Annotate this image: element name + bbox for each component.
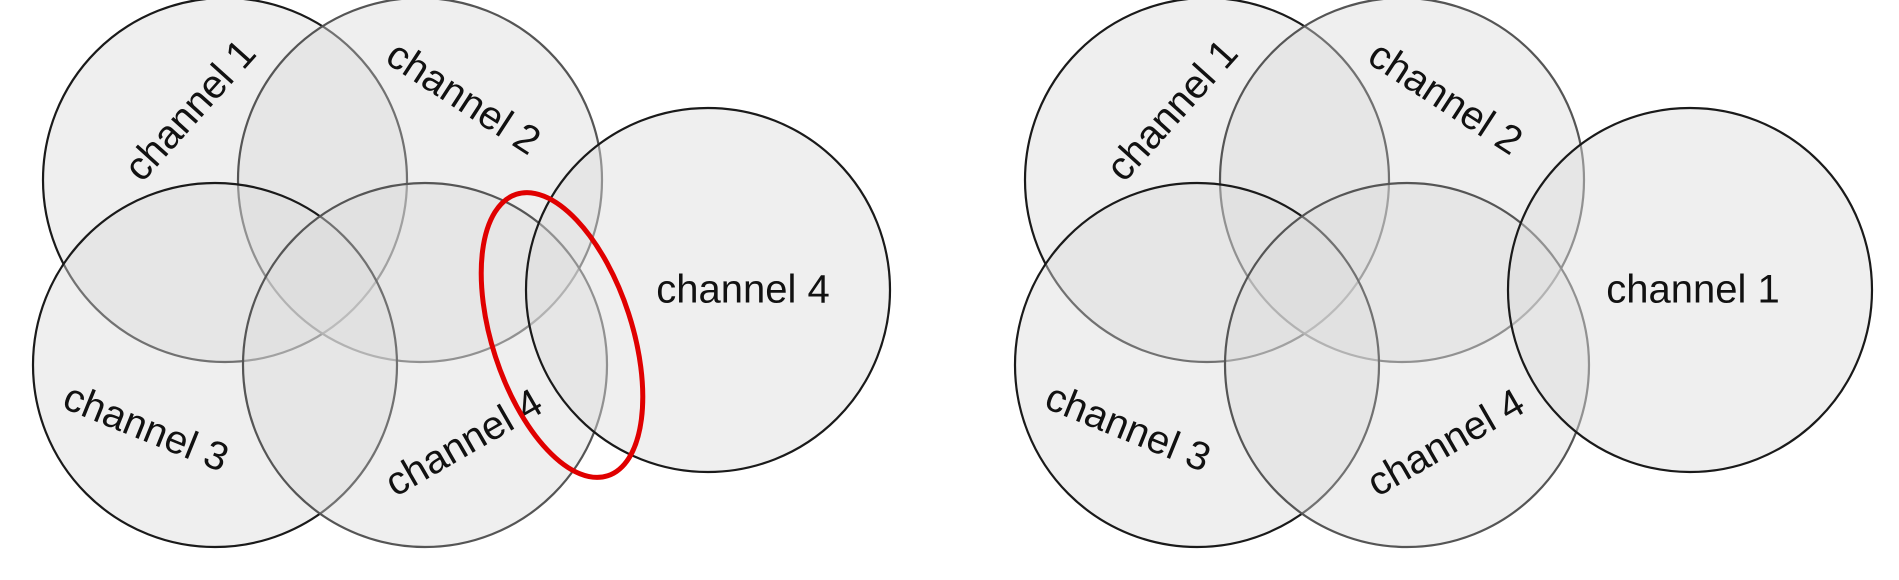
circle-channel-2 bbox=[236, 0, 604, 364]
diagram-right: channel 1 channel 2 channel 3 channel 4 … bbox=[1013, 0, 1874, 549]
circle-channel-4-right bbox=[524, 106, 892, 474]
circle-channel-2 bbox=[1218, 0, 1586, 364]
diagram-left: channel 1 channel 2 channel 3 channel 4 … bbox=[31, 0, 892, 549]
circle-channel-4 bbox=[1223, 181, 1591, 549]
circle-channel-1 bbox=[1023, 0, 1391, 364]
label-channel-4-right: channel 4 bbox=[656, 268, 829, 312]
circle-channel-1 bbox=[41, 0, 409, 364]
label-channel-1-right: channel 1 bbox=[1606, 268, 1779, 312]
circle-channel-3 bbox=[1013, 181, 1381, 549]
circle-channel-1-right bbox=[1506, 106, 1874, 474]
circle-channel-4-bottom bbox=[241, 181, 609, 549]
highlight-overlap-ellipse bbox=[478, 190, 646, 480]
circle-channel-3 bbox=[31, 181, 399, 549]
